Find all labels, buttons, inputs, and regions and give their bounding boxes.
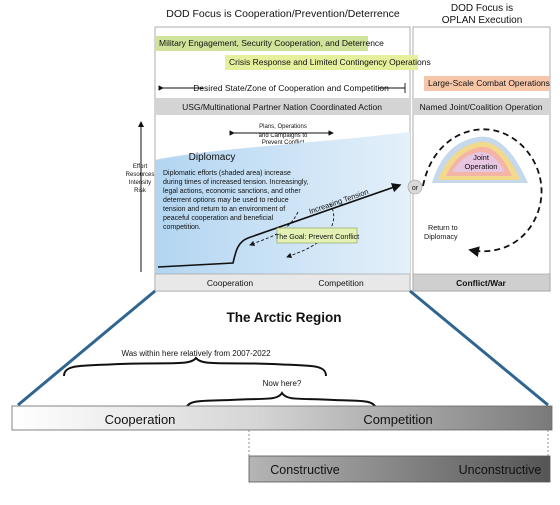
trapezoid-left-line <box>17 289 156 407</box>
dod-focus-right-title-2: OPLAN Execution <box>442 15 523 26</box>
footer-prevention <box>154 273 411 292</box>
trapezoid-right-line <box>409 289 549 407</box>
return-to-diplomacy-path <box>422 128 543 257</box>
dod-focus-right-title-1: DOD Focus is <box>451 3 513 14</box>
large-scale-combat-band: Large-Scale Combat Operations <box>424 76 550 91</box>
or-circle <box>407 179 423 195</box>
goal-box <box>276 227 358 244</box>
desired-state-text: Desired State/Zone of Cooperation and Co… <box>193 83 389 93</box>
footer-conflict <box>412 273 551 292</box>
crisis-response-band: Crisis Response and Limited Contingency … <box>225 55 431 70</box>
increasing-tension-line <box>157 183 402 268</box>
was-within-label: Was within here relatively from 2007-202… <box>121 349 271 358</box>
diplomacy-text-6: peaceful cooperation and beneficial <box>163 215 274 222</box>
bar-label-cooperation: Cooperation <box>105 412 176 427</box>
mountain-layer-violet <box>452 152 505 172</box>
usg-action-text: USG/Multinational Partner Nation Coordin… <box>182 102 382 112</box>
return-diplomacy-1: Return to <box>428 223 458 232</box>
footer-competition: Competition <box>318 278 364 288</box>
joint-operation-1: Joint <box>473 153 490 162</box>
plans-note-1: Plans, Operations <box>259 124 307 130</box>
sub-label-unconstructive: Unconstructive <box>459 463 542 477</box>
military-engagement-band: Military Engagement, Security Cooperatio… <box>155 36 384 51</box>
sub-label-constructive: Constructive <box>270 463 340 477</box>
diplomacy-text-1: Diplomatic efforts (shaded area) increas… <box>163 170 291 177</box>
now-here-label: Now here? <box>263 379 302 388</box>
bar-label-competition: Competition <box>363 412 432 427</box>
brace-now-here <box>185 391 377 411</box>
cooperation-competition-bar <box>11 405 553 431</box>
diplomacy-text-5: tension and return to an environment of <box>163 206 285 213</box>
named-joint-text: Named Joint/Coalition Operation <box>420 102 543 112</box>
plans-note-3: Prevent Conflict <box>262 140 305 146</box>
brace-2007-2022 <box>63 356 327 377</box>
diplomacy-text-4: deterrent options may be used to reduce <box>163 197 289 204</box>
named-joint-band <box>413 98 550 115</box>
footer-cooperation: Cooperation <box>207 278 254 288</box>
footer-conflict-war: Conflict/War <box>456 278 506 288</box>
diplomacy-text-2: during times of increased tension. Incre… <box>163 179 308 186</box>
constructive-unconstructive-bar <box>248 455 551 483</box>
goal-text: The Goal: Prevent Conflict <box>275 232 359 241</box>
usg-band <box>155 98 410 115</box>
diplomacy-text-3: legal actions, economic sanctions, and o… <box>163 188 301 195</box>
y-axis-risk: Risk <box>134 188 147 194</box>
y-axis-resources: Resources <box>126 172 155 178</box>
diplomacy-text-7: competition. <box>163 224 201 231</box>
plans-note-2: and Campaigns to <box>259 133 308 139</box>
dod-focus-left-title: DOD Focus is Cooperation/Prevention/Dete… <box>166 8 400 20</box>
joint-operation-2: Operation <box>465 162 498 171</box>
return-diplomacy-2: Diplomacy <box>424 232 458 241</box>
arctic-title: The Arctic Region <box>226 310 341 325</box>
diplomacy-title: Diplomacy <box>189 152 236 163</box>
y-axis-effort: Effort <box>133 164 148 170</box>
or-label: or <box>412 185 419 192</box>
y-axis-intensity: Intensity <box>129 180 151 186</box>
